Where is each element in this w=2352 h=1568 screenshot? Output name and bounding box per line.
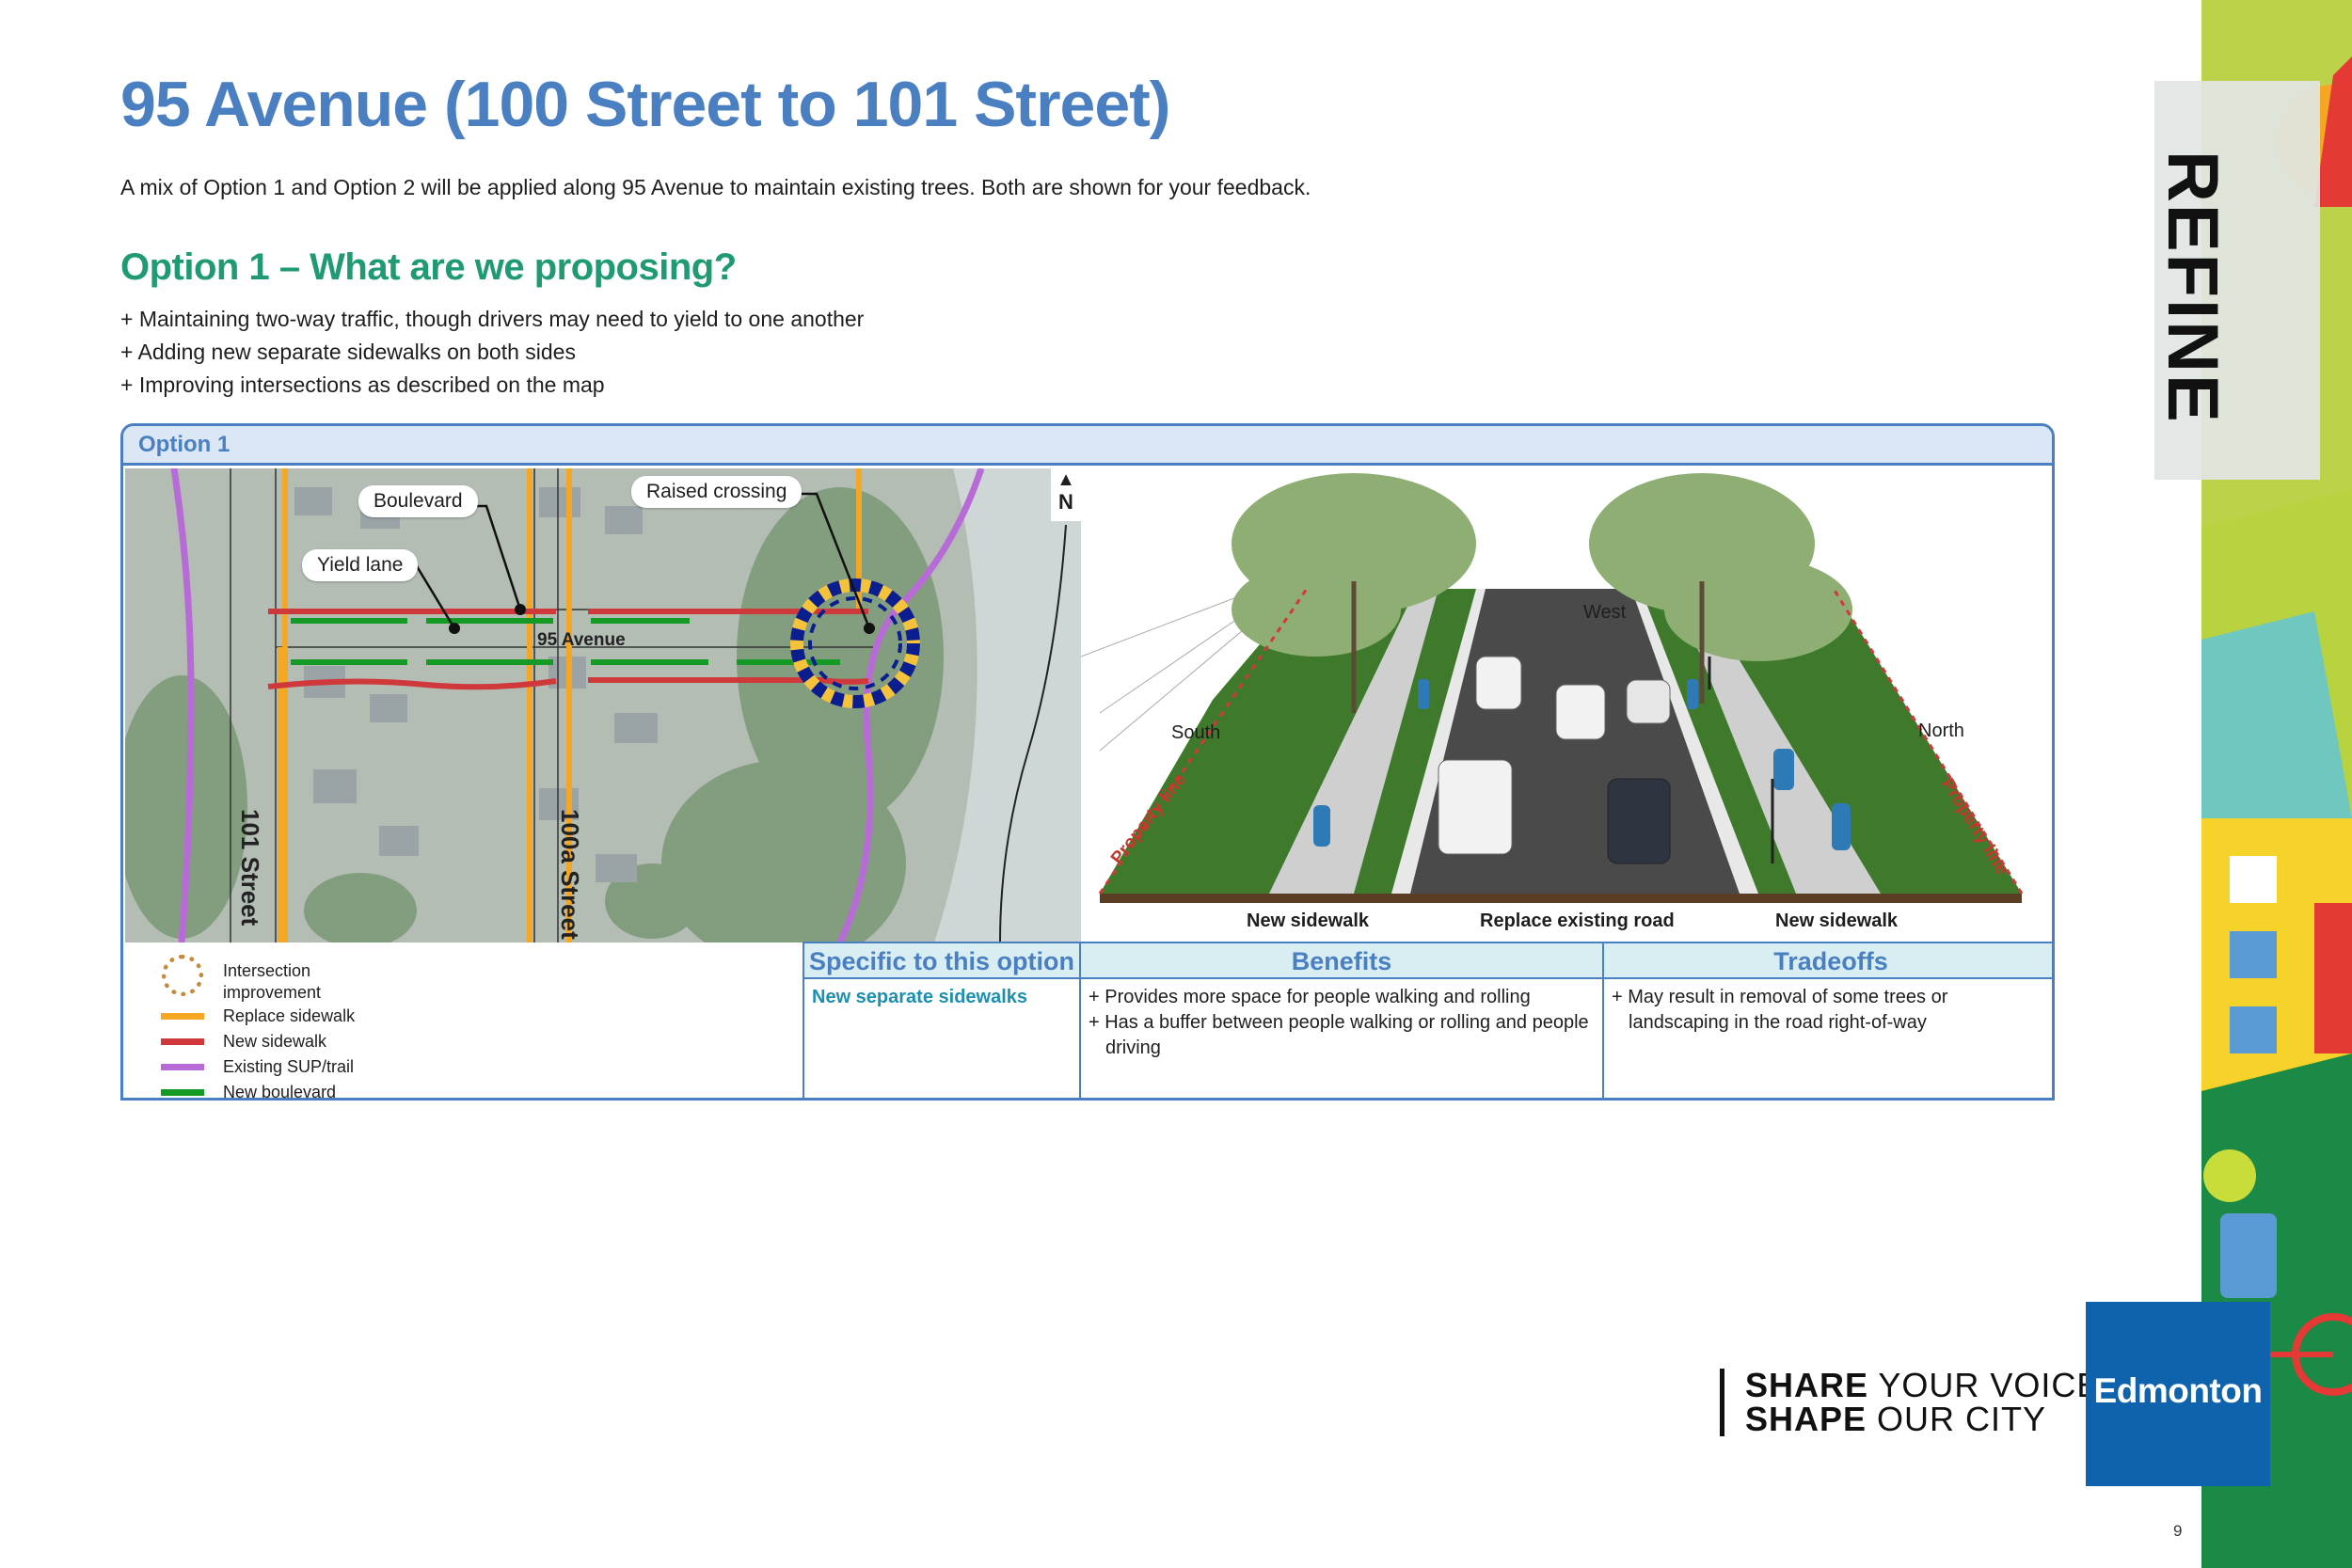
callout-raised-crossing: Raised crossing: [631, 476, 803, 508]
street-label-95-avenue: 95 Avenue: [537, 630, 626, 650]
options-table: Specific to this option New separate sid…: [803, 942, 2052, 1098]
option-tab: Option 1: [123, 426, 2052, 466]
intro-text: A mix of Option 1 and Option 2 will be a…: [120, 175, 1311, 199]
north-arrow: ▲ N: [1051, 468, 1081, 521]
new-boulevard-swatch: [161, 1089, 204, 1096]
logo-text: Edmonton: [2093, 1371, 2263, 1410]
list-item: + Improving intersections as described o…: [120, 372, 605, 397]
edmonton-logo: Edmonton: [2086, 1302, 2270, 1486]
legend-label: Replace sidewalk: [223, 1006, 356, 1025]
list-item: + Adding new separate sidewalks on both …: [120, 340, 576, 364]
street-label-101-street: 101 Street: [236, 809, 264, 927]
label-new-sidewalk-south: New sidewalk: [1247, 911, 1370, 931]
table-header: Tradeoffs: [1604, 942, 2052, 979]
list-item: + May result in removal of some trees or…: [1612, 987, 1948, 1033]
label-west: West: [1583, 602, 1627, 623]
street-rendering: West South North Property line Property …: [1081, 468, 2052, 942]
legend-label: New sidewalk: [223, 1032, 327, 1051]
legend-label: Existing SUP/trail: [223, 1057, 355, 1076]
option-heading: Option 1 – What are we proposing?: [120, 246, 737, 288]
intersection-improvement-icon: [162, 955, 203, 996]
aerial-map: Boulevard Yield lane Raised crossing 95 …: [125, 468, 1081, 942]
table-cell: + Provides more space for people walking…: [1081, 979, 1602, 1067]
street-label-100a-street: 100a Street: [556, 809, 584, 940]
replace-sidewalk-swatch: [161, 1013, 204, 1020]
slogan-bold: SHARE: [1745, 1366, 1869, 1404]
list-item: + Has a buffer between people walking or…: [1089, 1012, 1589, 1058]
existing-trail-swatch: [161, 1064, 204, 1070]
table-column-tradeoffs: Tradeoffs + May result in removal of som…: [1602, 942, 2052, 1098]
label-replace-road: Replace existing road: [1480, 911, 1675, 931]
list-item: + Provides more space for people walking…: [1089, 987, 1531, 1007]
table-cell: + May result in removal of some trees or…: [1604, 979, 2052, 1041]
slogan-line-1: SHARE YOUR VOICE: [1745, 1369, 2100, 1402]
north-arrow-icon: ▲: [1057, 469, 1075, 490]
slogan-rest: OUR CITY: [1867, 1400, 2047, 1438]
option-tab-label: Option 1: [138, 432, 230, 457]
legend-label: Intersection improvement: [223, 961, 322, 1002]
table-cell: New separate sidewalks: [812, 987, 1028, 1007]
new-sidewalk-swatch: [161, 1038, 204, 1045]
stage-box: [2154, 81, 2320, 480]
list-item: + Maintaining two-way traffic, though dr…: [120, 307, 865, 331]
table-header: Benefits: [1081, 942, 1602, 979]
label-new-sidewalk-north: New sidewalk: [1775, 911, 1899, 931]
slogan-rest: YOUR VOICE: [1868, 1366, 2101, 1404]
page-title: 95 Avenue (100 Street to 101 Street): [120, 69, 1170, 140]
street-rendering-graphic: [1081, 473, 2024, 903]
callout-boulevard: Boulevard: [358, 485, 478, 517]
label-north: North: [1918, 721, 1964, 741]
proposal-list: + Maintaining two-way traffic, though dr…: [120, 303, 864, 402]
legend-label: New boulevard: [223, 1083, 337, 1101]
label-south: South: [1171, 722, 1221, 743]
slogan-line-2: SHAPE OUR CITY: [1745, 1402, 2100, 1436]
slogan-bold: SHAPE: [1745, 1400, 1867, 1438]
north-label: N: [1058, 490, 1073, 514]
page-number: 9: [2173, 1522, 2183, 1540]
option-panel: Option 1: [120, 423, 2055, 1101]
callout-yield-lane: Yield lane: [302, 549, 419, 581]
stage-label: REFINE: [2153, 150, 2233, 424]
table-column-benefits: Benefits + Provides more space for peopl…: [1079, 942, 1602, 1098]
slogan: SHARE YOUR VOICE SHAPE OUR CITY: [1720, 1369, 2100, 1436]
table-column-specific: Specific to this option New separate sid…: [803, 942, 1079, 1098]
table-header: Specific to this option: [804, 942, 1079, 979]
map-graphic: [125, 468, 1081, 942]
